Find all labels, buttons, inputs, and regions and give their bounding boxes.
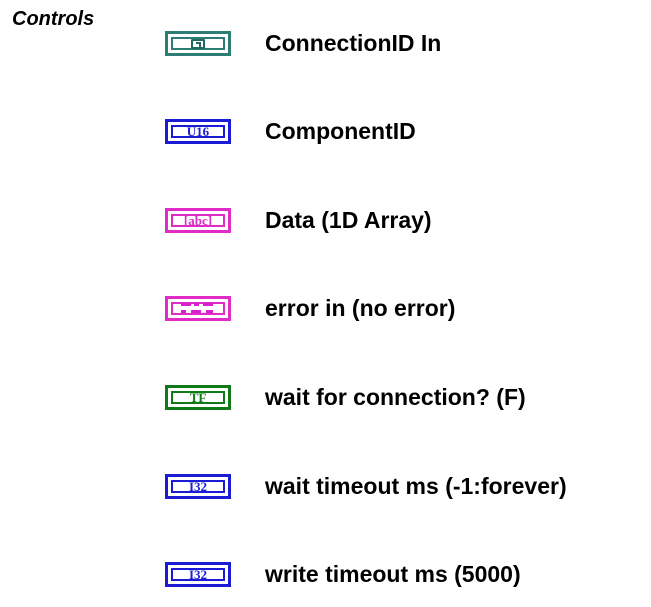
control-row-componentid: U16 ComponentID	[165, 118, 416, 145]
boolean-terminal-text: TF	[171, 391, 225, 404]
control-row-write-timeout: I32 write timeout ms (5000)	[165, 561, 521, 588]
control-row-data-array: [abc] Data (1D Array)	[165, 207, 432, 234]
i32-terminal-text: I32	[171, 480, 225, 493]
refnum-terminal-icon	[165, 31, 231, 56]
control-label: Data (1D Array)	[265, 207, 432, 233]
string-array-terminal-text: [abc]	[171, 214, 225, 227]
control-row-connectionid-in: ConnectionID In	[165, 30, 441, 57]
control-label: wait timeout ms (-1:forever)	[265, 473, 567, 499]
control-label: wait for connection? (F)	[265, 384, 526, 410]
control-row-wait-timeout: I32 wait timeout ms (-1:forever)	[165, 473, 567, 500]
control-label: ConnectionID In	[265, 30, 442, 56]
control-label: write timeout ms (5000)	[265, 561, 521, 587]
i32-terminal-icon: I32	[165, 562, 231, 587]
i32-terminal-icon: I32	[165, 474, 231, 499]
control-label: ComponentID	[265, 118, 416, 144]
section-title: Controls	[12, 8, 95, 30]
i32-terminal-text: I32	[171, 568, 225, 581]
boolean-terminal-icon: TF	[165, 385, 231, 410]
error-cluster-terminal-icon	[165, 296, 231, 321]
string-array-terminal-icon: [abc]	[165, 208, 231, 233]
u16-terminal-text: U16	[171, 125, 225, 138]
refnum-glyph-icon	[191, 38, 205, 49]
control-row-error-in: error in (no error)	[165, 295, 455, 322]
control-row-wait-for-connection: TF wait for connection? (F)	[165, 384, 526, 411]
u16-terminal-icon: U16	[165, 119, 231, 144]
control-label: error in (no error)	[265, 295, 456, 321]
cluster-glyph-icon	[179, 302, 217, 315]
